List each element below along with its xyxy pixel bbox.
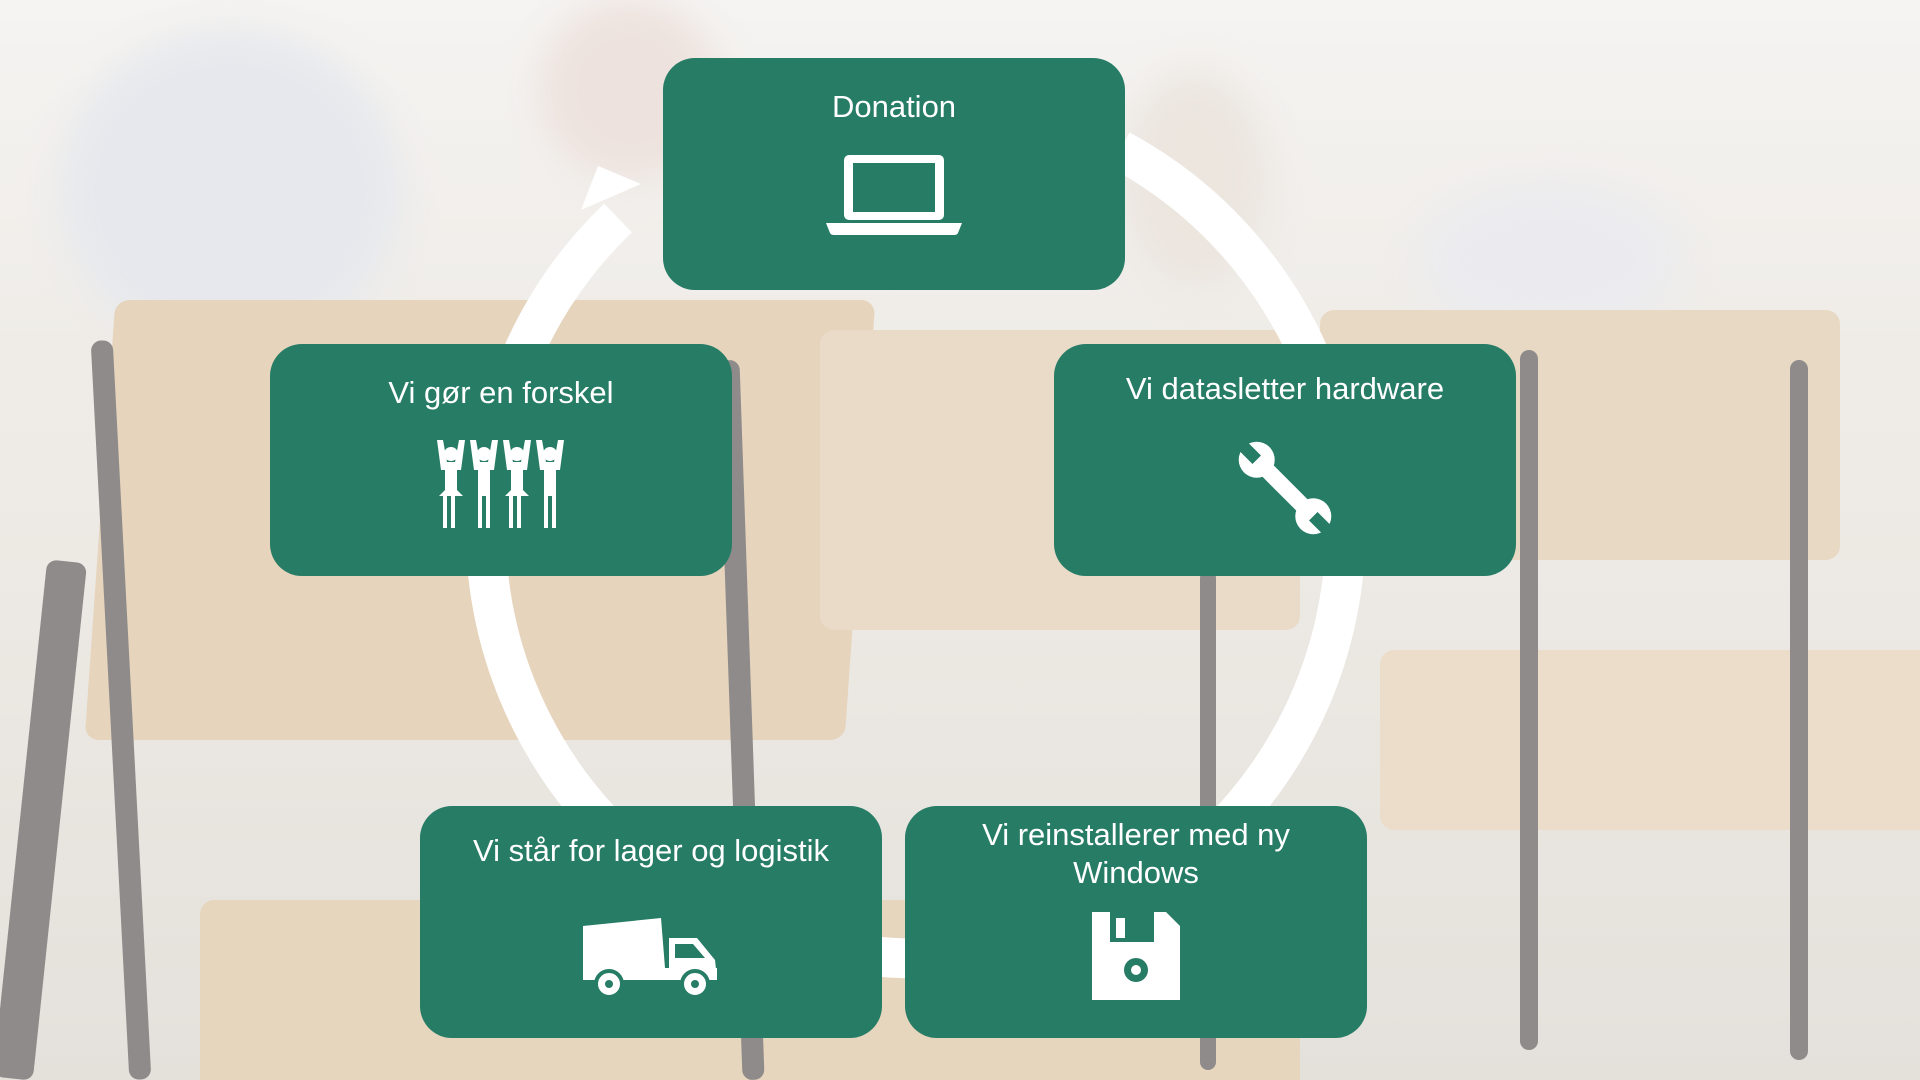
floppy-disk-icon: [1092, 912, 1180, 1000]
truck-icon: [583, 918, 717, 999]
step-make-difference: Vi gør en forskel: [270, 344, 732, 576]
step-label: Vi reinstallerer med ny Windows: [982, 817, 1290, 890]
step-donation: Donation: [663, 58, 1125, 290]
cycle-arrowhead: [581, 166, 641, 210]
step-reinstall: Vi reinstallerer med ny Windows: [905, 806, 1367, 1038]
step-logistics: Vi står for lager og logistik: [420, 806, 882, 1038]
step-label: Vi står for lager og logistik: [472, 833, 830, 868]
step-data-wipe: Vi datasletter hardware: [1054, 344, 1516, 576]
laptop-icon: [826, 155, 962, 235]
wrench-icon: [1238, 441, 1332, 535]
step-label: Vi datasletter hardware: [1125, 371, 1445, 406]
step-label: Donation: [831, 89, 957, 124]
step-label: Vi gør en forskel: [388, 375, 614, 410]
people-group-icon: [437, 440, 564, 528]
